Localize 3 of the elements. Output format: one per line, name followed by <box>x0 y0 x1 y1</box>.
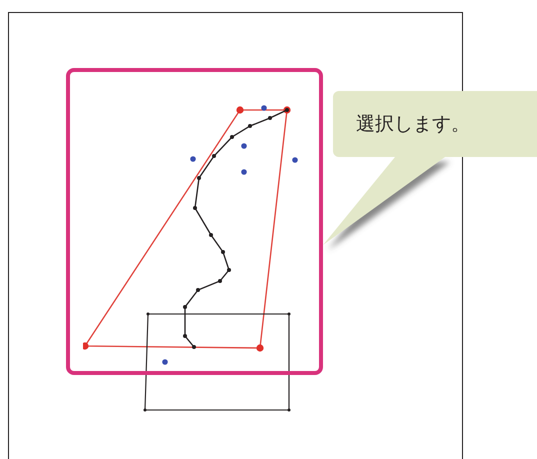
callout-box: 選択します。 <box>333 91 537 157</box>
callout-tail <box>323 157 445 245</box>
selection-rectangle <box>66 68 323 375</box>
